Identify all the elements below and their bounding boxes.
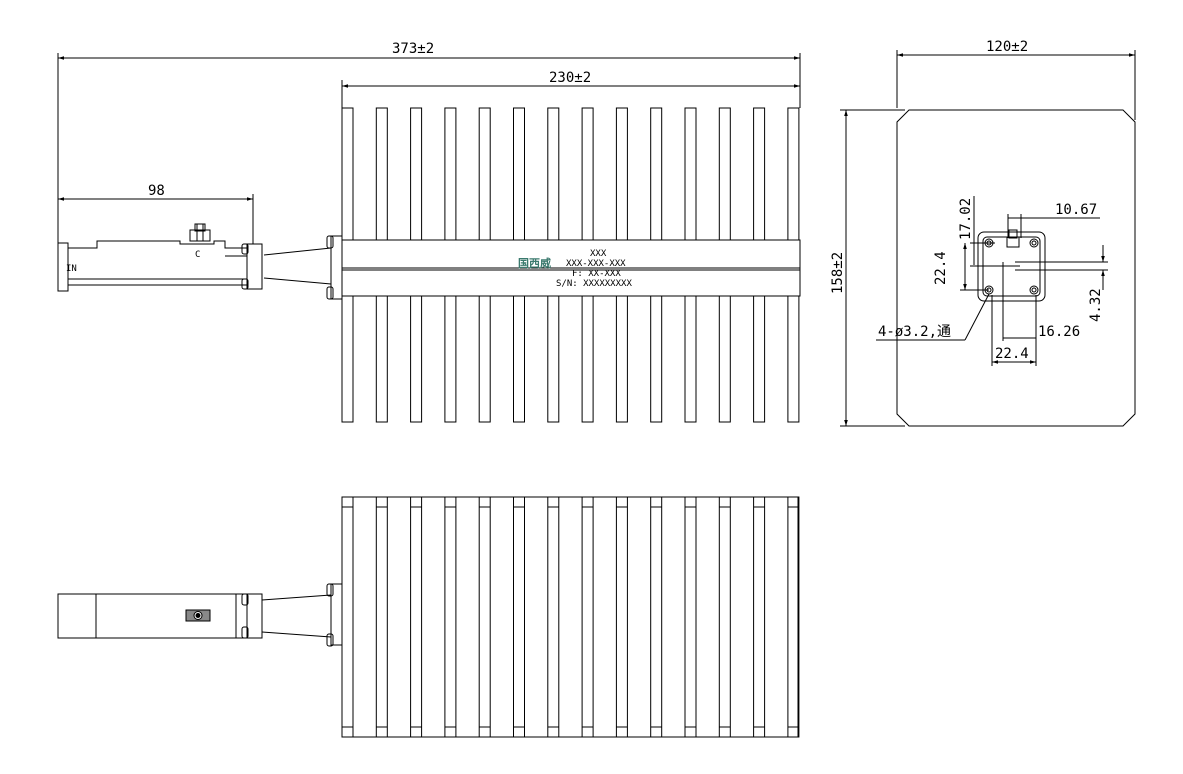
end-view: [896, 109, 1136, 427]
fin-top: [718, 107, 731, 241]
top-waveguide-body: [57, 593, 248, 639]
fin-topview: [718, 496, 731, 738]
fin-top: [615, 107, 628, 241]
dim-flange-16-26: 16.26: [1038, 324, 1080, 340]
waveguide-body: [57, 240, 248, 292]
dim-flange-10-67: 10.67: [1055, 202, 1097, 218]
fin-bottom: [478, 295, 491, 423]
top-view: [57, 496, 800, 738]
fin-bottom: [513, 295, 525, 423]
fin-bottom: [581, 295, 594, 423]
dim-flange-22-4-horizontal: 22.4: [995, 346, 1029, 362]
fin-bottom: [718, 295, 731, 423]
fin-topview: [478, 496, 491, 738]
freq-line: F: XX-XXX: [572, 269, 621, 279]
coupler-connector: [189, 229, 211, 242]
dimension-lines-end: [840, 50, 1136, 427]
fin-bottom: [375, 295, 388, 423]
fin-top: [753, 107, 766, 241]
front-view: [57, 107, 801, 423]
fin-top: [341, 107, 354, 241]
dim-input-length: 98: [148, 183, 165, 199]
dim-flange-22-4-vertical: 22.4: [933, 251, 949, 285]
fin-topview: [615, 496, 628, 738]
fin-topview: [513, 496, 525, 738]
fin-top: [787, 107, 800, 241]
fin-bottom: [341, 295, 354, 423]
port-in-label: IN: [66, 264, 77, 274]
fin-bottom: [684, 295, 697, 423]
dimension-lines-front: [57, 53, 801, 244]
fin-top: [375, 107, 388, 241]
fin-topview: [547, 496, 560, 738]
waveguide-flange-right: [246, 243, 263, 290]
dim-overall-length: 373±2: [392, 41, 434, 57]
fin-topview: [787, 496, 800, 738]
port-c-label: C: [195, 250, 200, 260]
fin-top: [513, 107, 525, 241]
dim-flange-4-32: 4.32: [1088, 288, 1104, 322]
fin-top: [478, 107, 491, 241]
fin-topview: [375, 496, 388, 738]
fin-bottom: [547, 295, 560, 423]
fin-bottom: [410, 295, 423, 423]
hole-note: 4-ø3.2,通: [878, 324, 951, 340]
fin-top: [650, 107, 663, 241]
model-line2: XXX-XXX-XXX: [566, 259, 626, 269]
dim-heatsink-length: 230±2: [549, 70, 591, 86]
fin-topview: [753, 496, 766, 738]
fin-bottom: [787, 295, 800, 423]
dim-flange-17-02: 17.02: [958, 198, 974, 240]
heatsink-flange: [330, 235, 343, 300]
heatsink-fins-top: [341, 107, 800, 241]
fin-top: [684, 107, 697, 241]
logo-text: 国西威: [518, 256, 551, 270]
heatsink-fins-bottom: [341, 295, 800, 423]
model-line1: XXX: [590, 249, 607, 259]
fin-top: [444, 107, 457, 241]
dim-height: 158±2: [830, 252, 846, 294]
fin-topview: [684, 496, 697, 738]
fin-bottom: [753, 295, 766, 423]
fin-bottom: [444, 295, 457, 423]
top-heatsink-fins: [341, 496, 800, 738]
serial-line: S/N: XXXXXXXXX: [556, 279, 632, 289]
fin-top: [410, 107, 423, 241]
fin-bottom: [650, 295, 663, 423]
fin-top: [547, 107, 560, 241]
fin-topview: [341, 496, 354, 738]
fin-top: [581, 107, 594, 241]
fin-topview: [444, 496, 457, 738]
fin-bottom: [615, 295, 628, 423]
dim-width: 120±2: [986, 39, 1028, 55]
fin-topview: [410, 496, 423, 738]
fin-topview: [650, 496, 663, 738]
fin-topview: [581, 496, 594, 738]
end-plate: [896, 109, 1136, 427]
